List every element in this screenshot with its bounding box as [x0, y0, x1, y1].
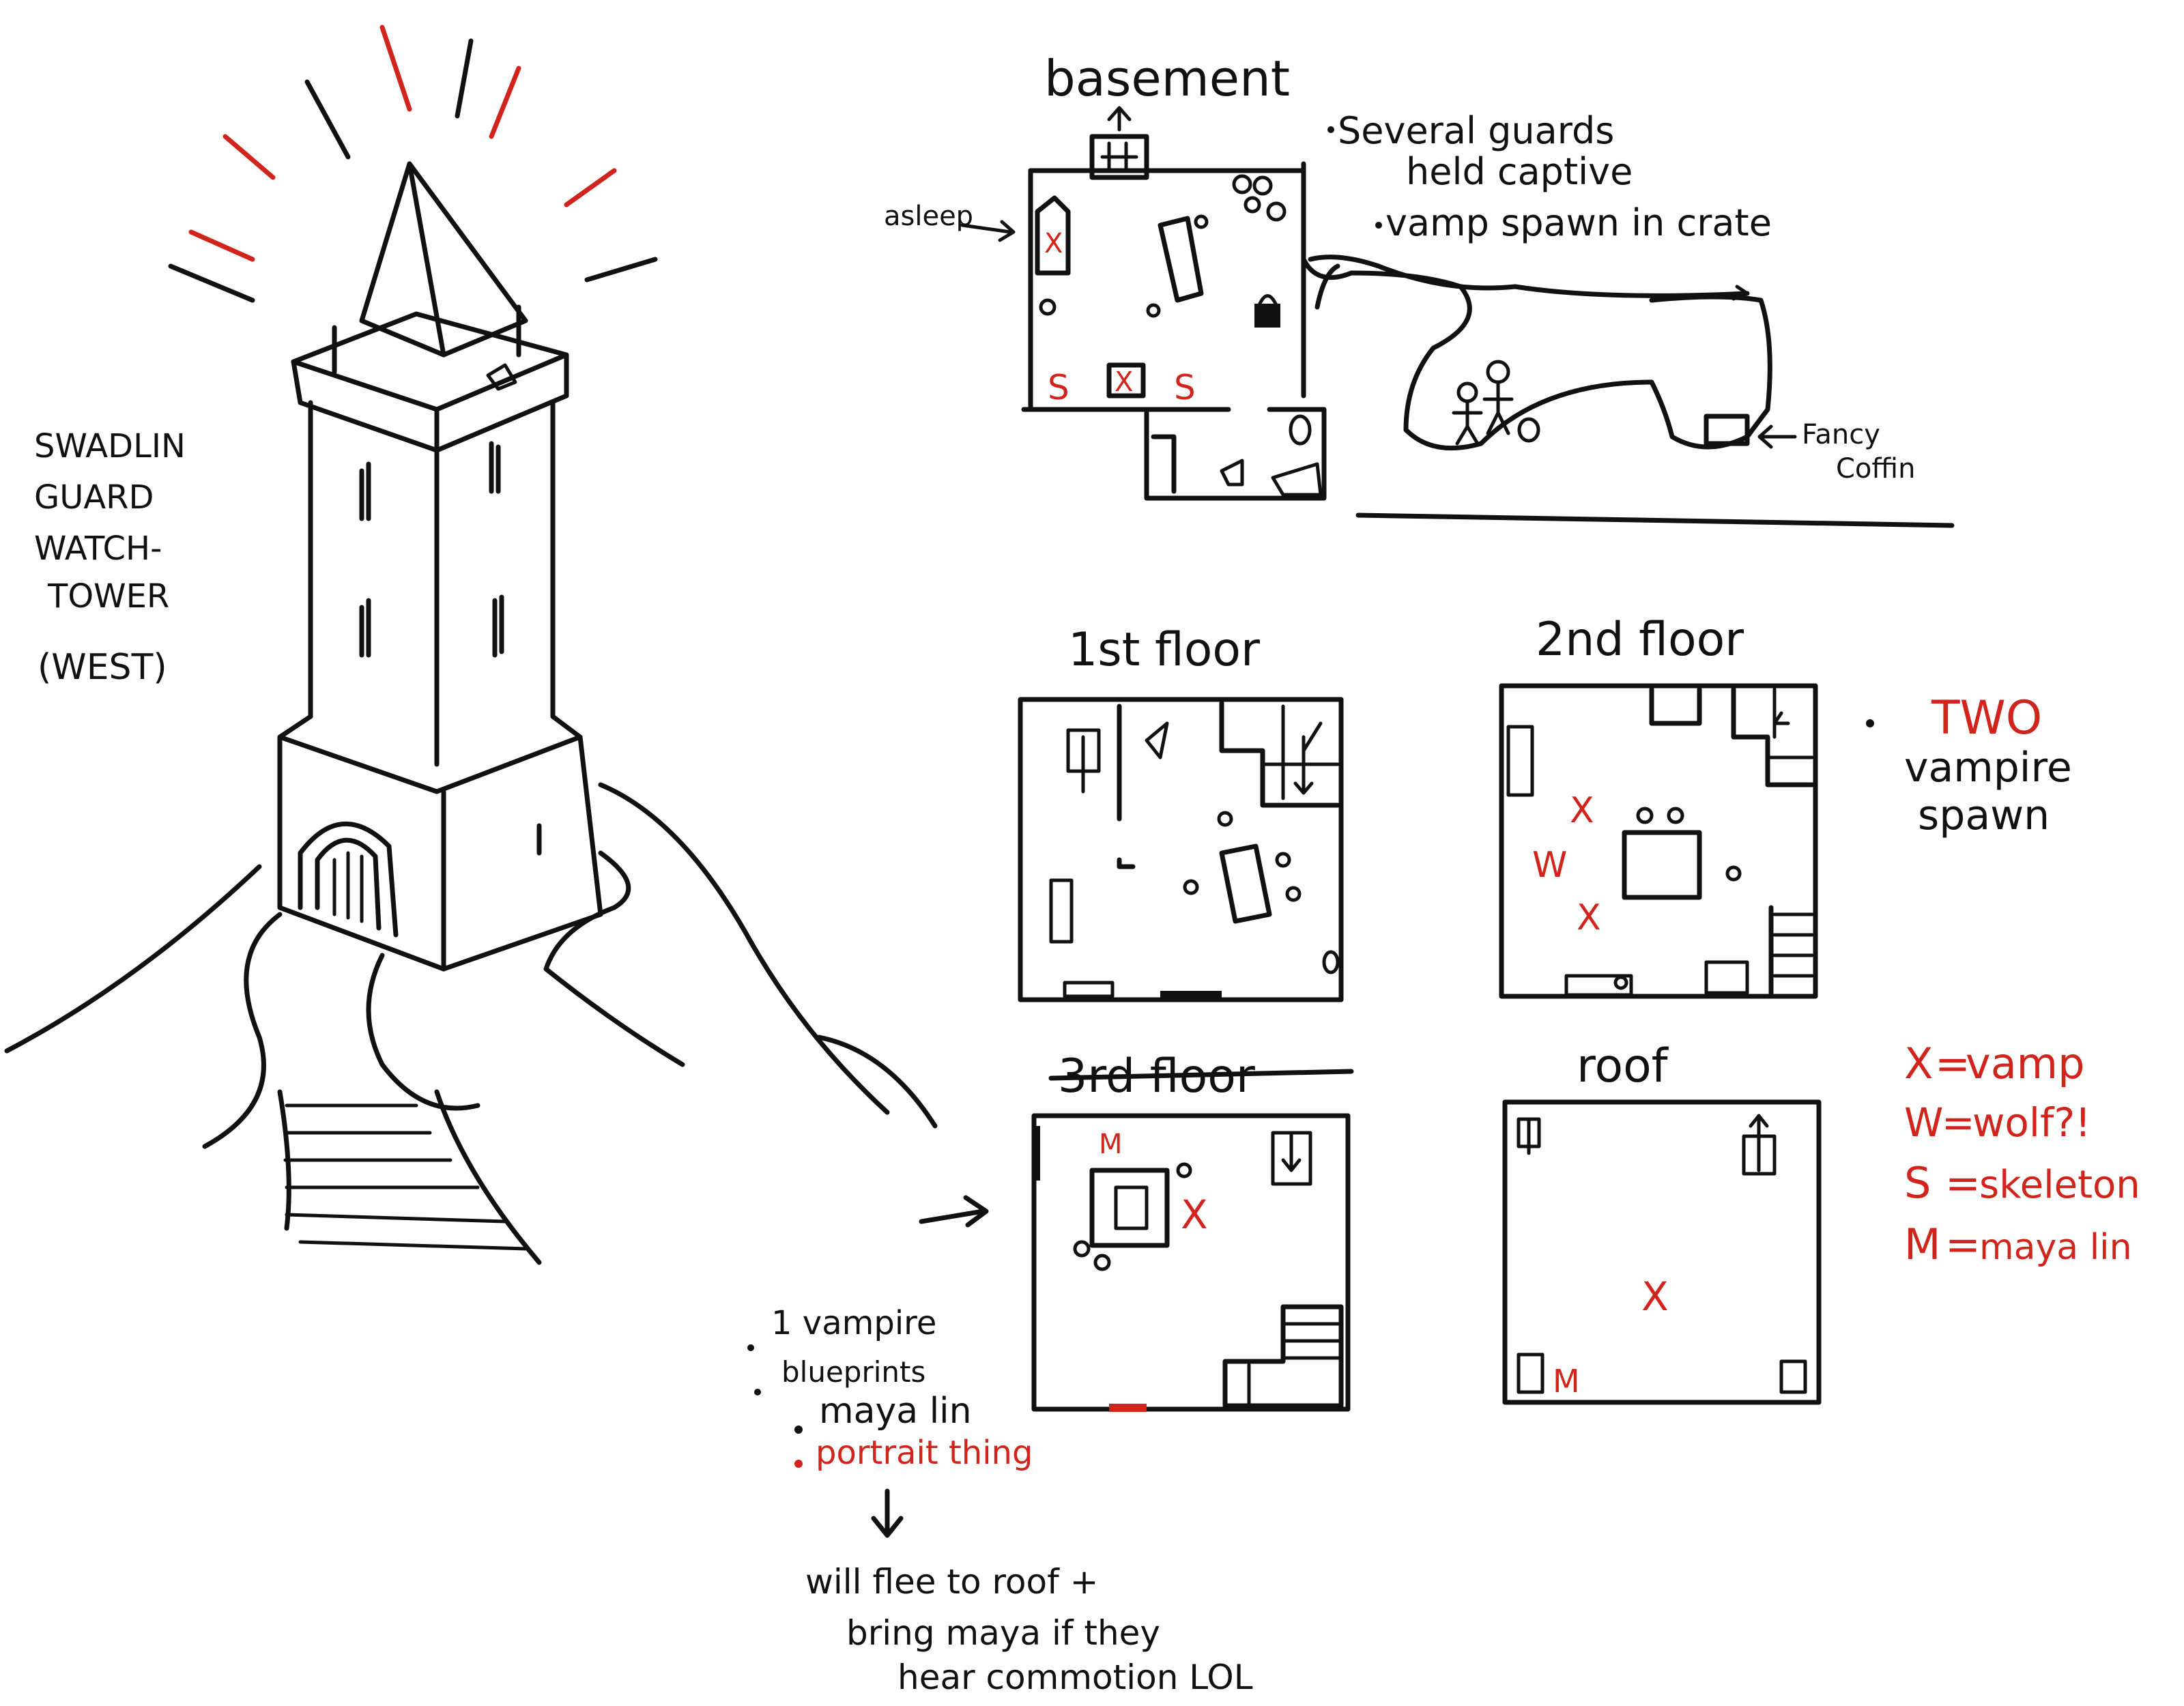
legend-meaning: skeleton: [1979, 1163, 2140, 1207]
tower-title-line: SWADLIN: [34, 427, 186, 465]
third-floor-red-note: portrait thing: [816, 1434, 1033, 1472]
consequence-line: bring maya if they: [846, 1613, 1160, 1653]
third-floor-note: maya lin: [819, 1391, 972, 1432]
svg-text:=: =: [1945, 1158, 1981, 1208]
third-floor-notes: 1 vampire blueprints maya lin portrait t…: [747, 1304, 1253, 1697]
consequence-line: hear commotion LOL: [897, 1658, 1253, 1697]
coffin-label-line: Coffin: [1836, 453, 1915, 485]
legend-key: W: [1904, 1099, 1943, 1146]
third-floor-note: blueprints: [781, 1355, 925, 1389]
legend: X = vamp W = wolf?! S = skeleton M = may…: [1904, 1039, 2140, 1269]
first-floor-title: 1st floor: [1068, 623, 1260, 677]
second-floor-title: 2nd floor: [1536, 613, 1744, 667]
svg-text:=: =: [1945, 1219, 1981, 1269]
vamp-marker: X: [1577, 897, 1601, 938]
basement-note: held captive: [1406, 150, 1633, 193]
vamp-marker: X: [1570, 790, 1594, 831]
coffin-label-line: Fancy: [1802, 419, 1880, 450]
maya-marker: M: [1099, 1129, 1123, 1160]
legend-key: X: [1904, 1039, 1933, 1088]
skeleton-marker: S: [1048, 368, 1069, 407]
legend-key: S: [1904, 1158, 1931, 1208]
tower-title-line: WATCH-: [34, 530, 162, 568]
vamp-marker: X: [1044, 228, 1063, 259]
tower-title: SWADLIN GUARD WATCH- TOWER (WEST): [34, 427, 186, 688]
third-floor-note: 1 vampire: [771, 1304, 936, 1342]
tower-title-line: GUARD: [34, 478, 154, 517]
second-floor-note-line: TWO: [1931, 691, 2042, 745]
asleep-label: asleep: [884, 201, 973, 232]
basement-map: basement: [884, 50, 1955, 528]
first-floor-map: 1st floor: [1018, 623, 1344, 1002]
consequence-line: will flee to roof +: [805, 1562, 1099, 1602]
maya-marker: M: [1553, 1363, 1580, 1400]
roof-title: roof: [1577, 1039, 1669, 1093]
roof-map: roof X M: [1502, 1039, 1822, 1405]
vamp-marker: X: [1641, 1273, 1669, 1320]
legend-meaning: maya lin: [1979, 1227, 2132, 1268]
second-floor-note-line: vampire: [1904, 744, 2072, 792]
third-floor-map: 3rd floor M X: [919, 1050, 1354, 1412]
svg-text:=: =: [1935, 1039, 1970, 1088]
legend-meaning: wolf?!: [1972, 1099, 2091, 1146]
skeleton-marker: S: [1174, 368, 1196, 407]
light-rays: [168, 25, 658, 303]
wolf-marker: W: [1532, 845, 1567, 886]
tower-title-line: TOWER: [47, 577, 169, 616]
legend-key: M: [1904, 1219, 1941, 1269]
basement-note: vamp spawn in crate: [1385, 201, 1772, 244]
vamp-marker: X: [1181, 1191, 1208, 1238]
tower-illustration: [4, 25, 938, 1265]
legend-meaning: vamp: [1966, 1039, 2084, 1088]
basement-title: basement: [1044, 50, 1290, 107]
second-floor-note-line: spawn: [1918, 792, 2050, 839]
tower-title-line: (WEST): [38, 647, 167, 688]
vamp-marker: X: [1115, 366, 1133, 398]
second-floor-map: 2nd floor X W X TWO vampire spawn: [1499, 613, 2072, 999]
basement-note: Several guards: [1338, 109, 1614, 152]
svg-text:=: =: [1942, 1099, 1975, 1146]
